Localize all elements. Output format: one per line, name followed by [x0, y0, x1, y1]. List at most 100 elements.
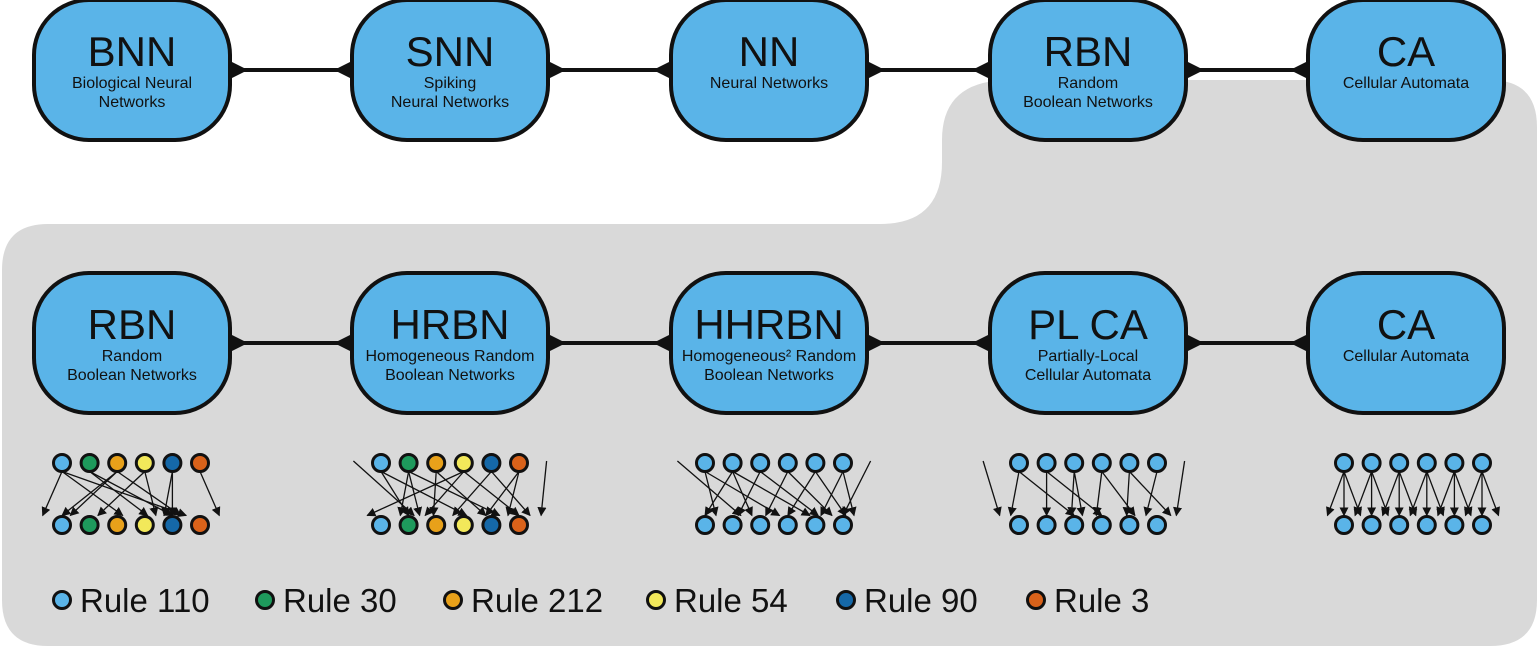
network-edge — [842, 460, 872, 517]
network-edge — [537, 460, 548, 517]
node-shape — [350, 0, 550, 142]
network-node-output — [398, 515, 419, 535]
node-full-name: Biological Neural — [72, 75, 192, 92]
network-node-input — [750, 453, 771, 473]
network-edge — [435, 471, 487, 517]
network-edge — [490, 471, 531, 517]
network-node-output — [509, 515, 529, 535]
network-edge — [704, 471, 734, 517]
legend-label: Rule 90 — [864, 582, 978, 619]
network-edge — [1326, 471, 1345, 517]
node-full-name: Random — [1058, 75, 1118, 92]
network-edge — [842, 471, 857, 517]
network-node-output — [1147, 515, 1167, 535]
network-node-input — [1416, 453, 1437, 473]
network-node-input — [398, 453, 419, 473]
legend-item: Rule 212 — [443, 582, 603, 619]
node-full-name-line2: Networks — [99, 94, 166, 111]
network-node-output — [1472, 515, 1492, 535]
node-full-name-line2: Boolean Networks — [1023, 94, 1153, 111]
network-node-input — [1119, 453, 1140, 473]
network-node-output — [1389, 515, 1410, 535]
network-node-input — [371, 453, 391, 473]
node-full-name: Spiking — [424, 75, 476, 92]
network-edge — [1067, 471, 1077, 517]
network-node-input — [79, 453, 100, 473]
node-abbreviation: NN — [739, 28, 800, 75]
network-edge — [366, 470, 465, 517]
network-edge — [397, 471, 410, 517]
network-node-output — [1091, 515, 1112, 535]
network-node-output — [695, 515, 715, 535]
network-node-input — [134, 453, 155, 473]
network-node-input — [777, 453, 798, 473]
network-edge — [1046, 470, 1103, 517]
node-full-name: Neural Networks — [710, 75, 828, 92]
network-node-input — [426, 453, 447, 473]
network-edge — [982, 460, 1002, 517]
network-node-output — [1119, 515, 1140, 535]
network-edge — [765, 471, 789, 517]
network-node-output — [1064, 515, 1085, 535]
mini-network — [1326, 453, 1500, 535]
legend-item: Rule 54 — [646, 582, 788, 619]
mini-network — [982, 453, 1186, 535]
network-node-input — [1091, 453, 1112, 473]
network-node-input — [695, 453, 715, 473]
network-node-output — [162, 515, 183, 535]
network-node-output — [453, 515, 474, 535]
network-node-input — [1389, 453, 1410, 473]
node-abbreviation: HRBN — [390, 301, 509, 348]
network-edge — [161, 471, 174, 517]
node-shape — [32, 271, 232, 415]
node-abbreviation: RBN — [1044, 28, 1133, 75]
network-edge — [1073, 471, 1086, 517]
network-edge — [732, 471, 753, 517]
network-edge — [41, 471, 63, 517]
network-node-output — [1416, 515, 1437, 535]
legend-label: Rule 110 — [80, 582, 210, 619]
network-edge — [1143, 471, 1158, 517]
network-edge — [1436, 471, 1456, 517]
network-edge — [704, 471, 719, 517]
network-edge — [1122, 471, 1132, 517]
network-node-output — [1361, 515, 1382, 535]
network-edge — [759, 470, 819, 517]
legend-label: Rule 54 — [674, 582, 788, 619]
network-node-output — [134, 515, 155, 535]
network-edge — [89, 470, 174, 517]
network-edge — [1007, 471, 1020, 517]
network-edge — [814, 471, 847, 517]
node-abbreviation: RBN — [88, 301, 177, 348]
node-shape — [1306, 0, 1506, 142]
node-abbreviation: CA — [1377, 301, 1435, 348]
network-node-output — [1444, 515, 1465, 535]
legend-label: Rule 3 — [1054, 582, 1149, 619]
network-edge — [505, 471, 520, 517]
network-edge — [1464, 471, 1483, 517]
network-node-input — [107, 453, 128, 473]
network-edge — [737, 471, 761, 517]
network-node-output — [1334, 515, 1354, 535]
legend-swatch — [255, 590, 275, 610]
legend-item: Rule 90 — [836, 582, 978, 619]
network-node-input — [1444, 453, 1465, 473]
network-node-output — [1009, 515, 1029, 535]
node-shape — [988, 0, 1188, 142]
network-node-input — [1036, 453, 1057, 473]
network-node-input — [1009, 453, 1029, 473]
network-node-input — [1334, 453, 1354, 473]
node-full-name: Homogeneous Random — [366, 348, 535, 365]
node-abbreviation: SNN — [406, 28, 495, 75]
network-node-input — [162, 453, 183, 473]
node-full-name: Partially-Local — [1038, 348, 1138, 365]
legend-label: Rule 212 — [471, 582, 603, 619]
node-full-name-line2: Boolean Networks — [704, 367, 834, 384]
network-edge — [1353, 471, 1373, 517]
network-node-output — [722, 515, 743, 535]
